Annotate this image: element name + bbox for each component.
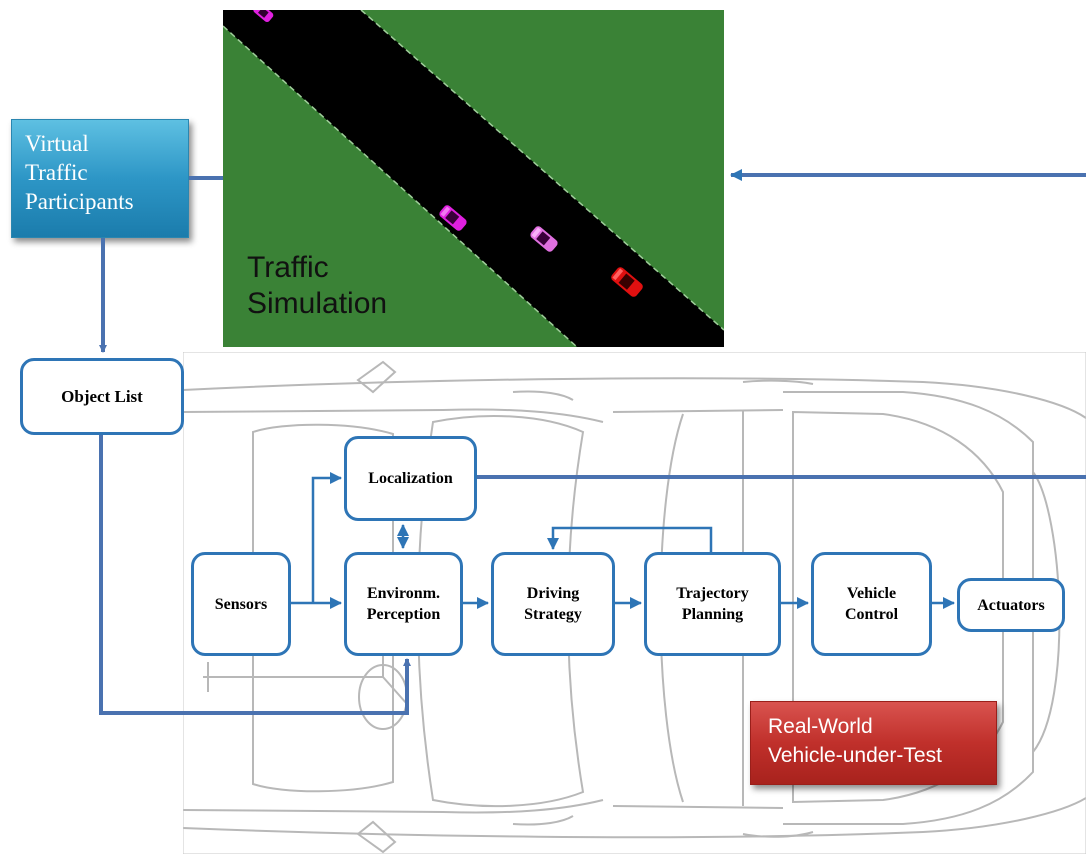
road (223, 10, 724, 347)
simulation-title-line: Traffic (247, 251, 329, 284)
real-world-vehicle-box: Real-World Vehicle-under-Test (750, 701, 997, 785)
vehicle-control-line: Control (844, 606, 899, 623)
localization-label: Localization (368, 470, 453, 487)
actuators-label: Actuators (977, 596, 1045, 614)
vtp-line: Traffic (25, 160, 88, 185)
actuators-block: Actuators (957, 578, 1065, 632)
vtp-line: Virtual (25, 131, 89, 156)
perception-label-line: Environm. (366, 585, 441, 602)
object-list-box: Object List (20, 358, 184, 435)
virtual-traffic-participants-box: Virtual Traffic Participants (11, 119, 189, 238)
driving-strategy-line: Strategy (524, 606, 582, 623)
driving-strategy-block: Driving Strategy (491, 552, 615, 656)
car-icon (439, 205, 467, 231)
object-list-label: Object List (61, 387, 143, 406)
simulation-title: Traffic Simulation (247, 250, 387, 322)
trajectory-planning-line: Planning (681, 606, 744, 623)
sensors-block: Sensors (191, 552, 291, 656)
trajectory-planning-block: Trajectory Planning (644, 552, 781, 656)
vehicle-under-test-line: Vehicle-under-Test (768, 744, 942, 767)
vehicle-under-test-line: Real-World (768, 715, 873, 738)
car-icon (611, 267, 643, 297)
road-edge-right (360, 10, 724, 331)
simulation-title-line: Simulation (247, 287, 388, 320)
car-icon (253, 10, 274, 23)
perception-label-line: Perception (366, 606, 441, 623)
environment-perception-block: Environm. Perception (344, 552, 463, 656)
localization-block: Localization (344, 436, 477, 521)
driving-strategy-line: Driving (526, 585, 580, 602)
vehicle-control-block: Vehicle Control (811, 552, 932, 656)
road-scene (223, 10, 724, 347)
car-icon (530, 226, 558, 252)
trajectory-planning-line: Trajectory (676, 585, 749, 602)
sensors-label: Sensors (214, 595, 268, 613)
vtp-line: Participants (25, 189, 134, 214)
vehicle-control-line: Vehicle (846, 585, 897, 602)
traffic-simulation-panel: Traffic Simulation (223, 10, 724, 347)
